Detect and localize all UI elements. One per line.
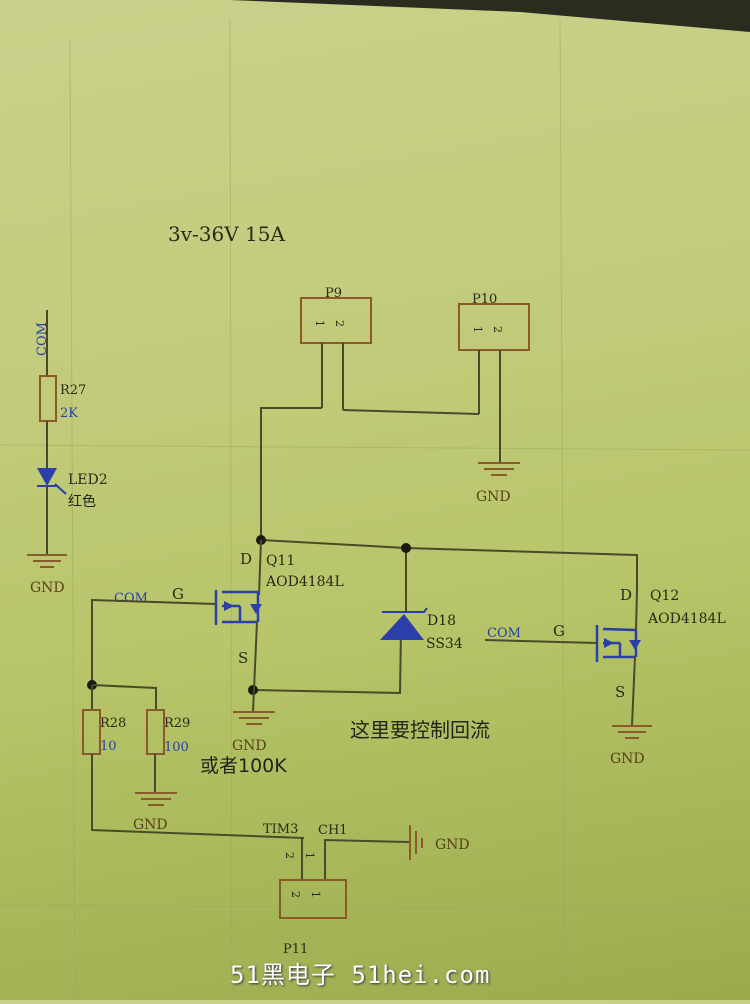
svg-text:GND: GND [435, 837, 470, 853]
svg-text:GND: GND [133, 817, 168, 833]
ground-icon [27, 554, 67, 568]
mosfet-q12: D Q12 AOD4184L COM G S GND [484, 586, 726, 767]
svg-text:2: 2 [283, 852, 296, 859]
gate-resistors: R28 10 R29 100 GND 或者100K [82, 680, 305, 839]
r27-ref: R27 [60, 383, 86, 398]
r27-value: 2K [60, 406, 78, 421]
led-icon [37, 468, 57, 486]
q12-gate-net: COM [487, 626, 521, 641]
title-label: 3v-36V 15A [168, 222, 285, 246]
connector-p11: TIM3 CH1 GND 2 1 2 1 P11 [263, 822, 470, 957]
resistor-r29 [146, 709, 165, 755]
diode-icon [380, 614, 424, 640]
gnd-label: GND [30, 580, 65, 596]
svg-text:GND: GND [232, 738, 267, 754]
svg-text:GND: GND [476, 489, 511, 505]
connector-p9: P9 1 2 [300, 286, 372, 410]
svg-text:S: S [238, 649, 248, 667]
svg-text:2: 2 [333, 320, 346, 327]
svg-text:AOD4184L: AOD4184L [265, 574, 344, 590]
ground-icon [233, 711, 275, 725]
svg-text:CH1: CH1 [318, 823, 348, 838]
svg-text:2: 2 [491, 326, 504, 333]
svg-text:SS34: SS34 [426, 636, 463, 652]
ground-icon [478, 462, 520, 476]
svg-text:Q11: Q11 [266, 553, 295, 569]
flyback-note: 这里要控制回流 [350, 718, 490, 742]
resistor-r27 [39, 375, 57, 422]
svg-text:G: G [553, 622, 565, 640]
ground-icon [612, 725, 652, 739]
led2-ref: LED2 [68, 472, 108, 488]
svg-text:1: 1 [303, 852, 316, 859]
svg-text:D18: D18 [427, 613, 456, 629]
svg-text:TIM3: TIM3 [263, 822, 298, 837]
svg-text:D: D [620, 586, 632, 604]
svg-text:1: 1 [313, 320, 326, 327]
grid [0, 19, 750, 1000]
svg-text:D: D [240, 550, 252, 568]
svg-text:G: G [172, 585, 184, 603]
led2-value: 红色 [68, 493, 96, 510]
led-branch: COM R27 2K LED2 红色 GND [27, 310, 108, 596]
q11-gate-net: COM [114, 591, 148, 606]
svg-text:S: S [615, 683, 625, 701]
svg-text:100: 100 [164, 740, 189, 755]
watermark: 51黑电子 51hei.com [230, 961, 491, 989]
svg-text:10: 10 [100, 739, 117, 754]
svg-text:P11: P11 [283, 942, 308, 957]
mosfet-q11: D Q11 AOD4184L COM G S GND [91, 539, 344, 754]
svg-text:1: 1 [471, 326, 484, 333]
svg-text:2: 2 [289, 891, 302, 898]
mosfet-icon [214, 590, 260, 625]
ground-icon [409, 825, 423, 860]
svg-text:GND: GND [610, 751, 645, 767]
svg-text:1: 1 [309, 891, 322, 898]
connector-p10: P10 1 2 GND [458, 292, 530, 505]
svg-text:AOD4184L: AOD4184L [647, 611, 726, 627]
svg-text:R29: R29 [164, 716, 190, 731]
mosfet-icon [595, 625, 638, 662]
diode-d18: D18 SS34 [380, 607, 463, 652]
svg-text:R28: R28 [100, 716, 126, 731]
svg-text:Q12: Q12 [650, 588, 679, 604]
ground-icon [135, 792, 177, 806]
resistor-r28 [82, 709, 101, 755]
r29-note: 或者100K [200, 755, 287, 777]
